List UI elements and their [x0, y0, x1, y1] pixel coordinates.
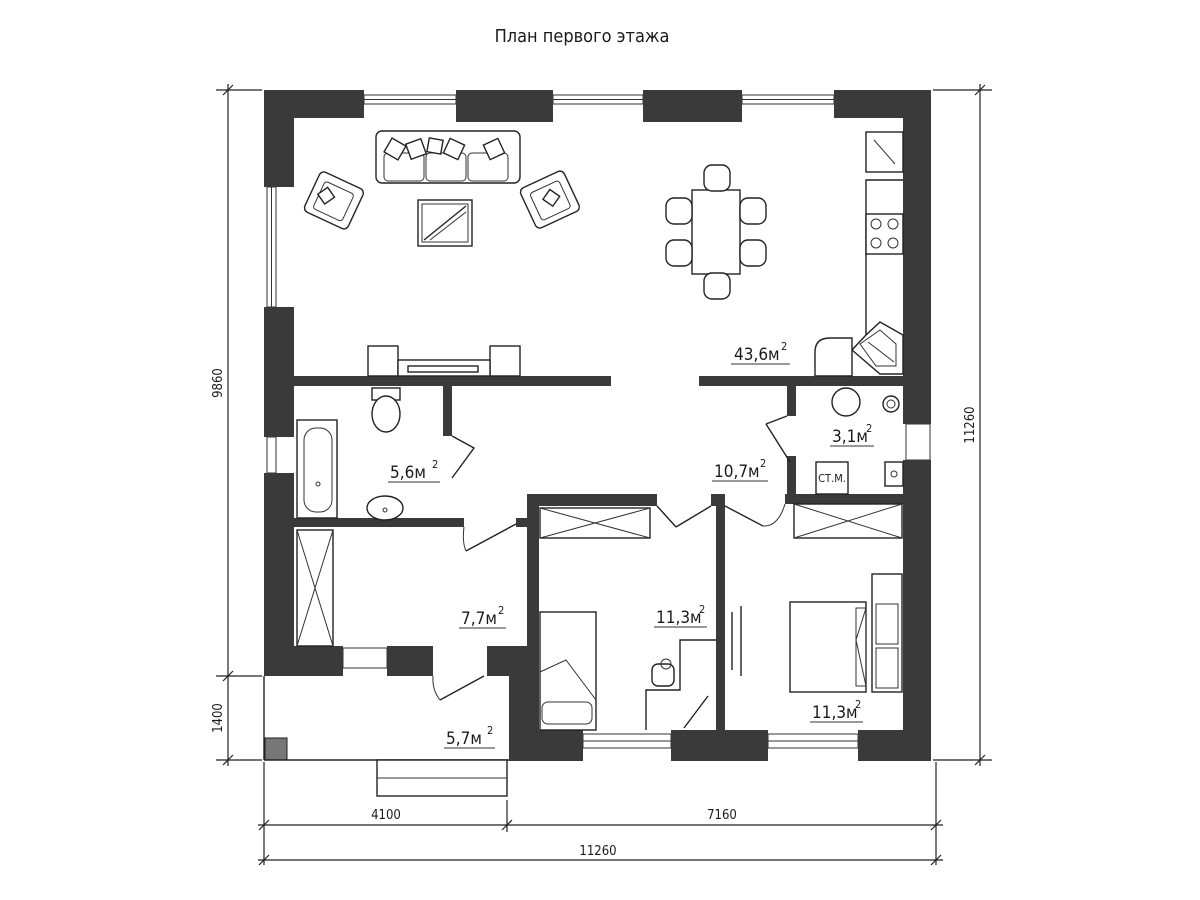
living-area-label: 43,6м: [734, 345, 780, 365]
living-area-sup: 2: [781, 340, 787, 353]
bedroom-right-area-label: 11,3м: [812, 703, 858, 723]
dim-left-porch: 1400: [211, 703, 226, 733]
washer-label: СТ.М.: [818, 472, 846, 485]
bedroom-right-area-sup: 2: [855, 698, 861, 711]
bathroom-area-label: 5,6м: [390, 463, 426, 483]
bedroom-left-area-sup: 2: [699, 603, 705, 616]
bedroom-left-area-label: 11,3м: [656, 608, 702, 628]
porch: [263, 676, 509, 797]
dim-bottom-total: 11260: [579, 844, 616, 859]
boiler-area-sup: 2: [866, 422, 872, 435]
dim-left-main: 9860: [211, 368, 226, 398]
doors: [432, 415, 791, 701]
plan-title: План первого этажа: [495, 26, 670, 47]
hall-area-label: 10,7м: [714, 462, 760, 482]
entry-area-label: 7,7м: [461, 609, 497, 629]
porch-area-sup: 2: [487, 724, 493, 737]
boiler-area-label: 3,1м: [832, 427, 868, 447]
dim-bottom-left: 4100: [371, 808, 401, 823]
entry-area-sup: 2: [498, 604, 504, 617]
hall-area-sup: 2: [760, 457, 766, 470]
furniture: [296, 130, 904, 731]
dim-bottom-right: 7160: [707, 808, 737, 823]
dimensions: 4100 7160 11260 9860 1400 11260: [211, 84, 992, 866]
dim-right-total: 11260: [963, 406, 978, 443]
room-labels: 43,6м 2 5,6м 2 10,7м 2 3,1м 2 7,7м 2 11,…: [388, 340, 874, 749]
porch-area-label: 5,7м: [446, 729, 482, 749]
walls: [264, 90, 931, 761]
bathroom-area-sup: 2: [432, 458, 438, 471]
